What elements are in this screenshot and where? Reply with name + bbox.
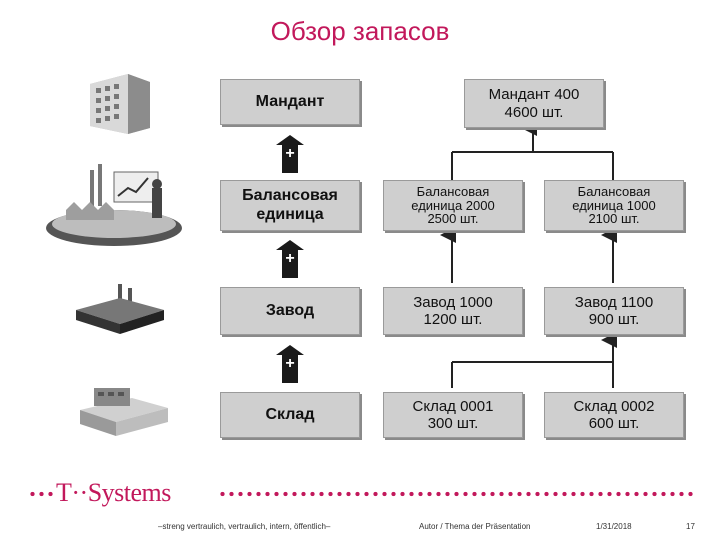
dotted-divider	[218, 491, 694, 497]
plus-icon: +	[285, 145, 295, 162]
node-mandant-400: Мандант 400 4600 шт.	[464, 79, 604, 128]
footer-page-number: 17	[686, 522, 695, 531]
dotted-divider	[28, 491, 56, 497]
page-title: Обзор запасов	[270, 16, 450, 46]
warehouse-icon	[80, 388, 168, 436]
node-balance-unit-1000: Балансовая единица 1000 2100 шт.	[544, 180, 684, 231]
footer-date: 1/31/2018	[596, 522, 632, 531]
node-storage-0001: Склад 0001 300 шт.	[383, 392, 523, 438]
level-balance-unit: Балансовая единица	[220, 180, 360, 231]
up-arrow-icon: +	[276, 240, 304, 278]
t-systems-logo: T··Systems	[56, 478, 171, 507]
footer-author: Autor / Thema der Präsentation	[419, 522, 531, 531]
up-arrow-icon: +	[276, 135, 304, 173]
level-storage: Склад	[220, 392, 360, 438]
footer-classification: –streng vertraulich, vertraulich, intern…	[158, 522, 331, 531]
level-mandant: Мандант	[220, 79, 360, 125]
level-plant: Завод	[220, 287, 360, 335]
node-storage-0002: Склад 0002 600 шт.	[544, 392, 684, 438]
node-balance-unit-2000: Балансовая единица 2000 2500 шт.	[383, 180, 523, 231]
office-building-icon	[90, 74, 150, 134]
node-plant-1100: Завод 1100 900 шт.	[544, 287, 684, 335]
node-plant-1000: Завод 1000 1200 шт.	[383, 287, 523, 335]
factory-presenter-icon	[46, 164, 182, 246]
plus-icon: +	[285, 355, 295, 372]
plant-icon	[76, 284, 164, 334]
up-arrow-icon: +	[276, 345, 304, 383]
plus-icon: +	[285, 250, 295, 267]
